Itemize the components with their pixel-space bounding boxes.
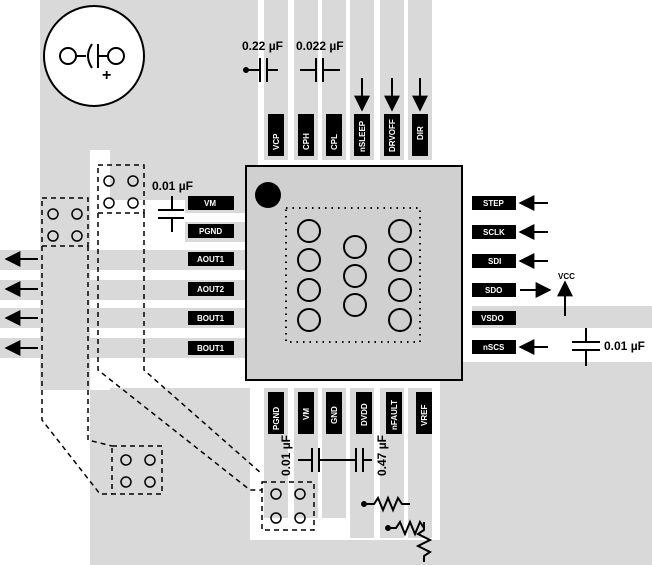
bottom-pins: PGND VM GND DVDD nFAULT VREF [268,392,432,434]
resistor-r3 [415,522,433,562]
right-pin: nSCS [472,340,516,354]
svg-text:GND: GND [330,406,339,424]
left-pins: VM PGND AOUT1 AOUT2 BOUT1 BOUT1 [188,196,234,355]
top-pin: VCP [268,114,284,156]
capacitor-c1-label: 0.22 µF [242,39,283,53]
bottom-pin: VM [298,392,314,434]
svg-text:VCP: VCP [272,133,281,150]
svg-text:DRVOFF: DRVOFF [388,119,397,152]
copper-pours [40,0,652,565]
svg-text:nSLEEP: nSLEEP [358,120,367,152]
top-pins: VCP CPH CPL nSLEEP DRVOFF DIR [268,114,428,156]
battery-plus-label: + [102,67,111,84]
capacitor-c2-label: 0.022 µF [296,39,344,53]
svg-text:nSCS: nSCS [483,343,505,352]
left-pin: VM [188,196,234,210]
dashed-routes [41,213,263,495]
svg-text:VCC: VCC [558,272,575,281]
capacitor-c5 [298,448,346,472]
bottom-copper-pour [90,388,250,565]
svg-text:DVDD: DVDD [360,403,369,426]
via-groups [41,164,315,531]
capacitor-c3-label: 0.01 µF [152,179,193,193]
left-pin: AOUT2 [188,282,234,296]
svg-text:BOUT1: BOUT1 [197,314,225,323]
svg-text:PGND: PGND [272,407,281,430]
left-pin: PGND [188,224,234,238]
capacitor-c3 [158,196,184,232]
bottom-pin: DVDD [356,392,372,434]
top-pin: DIR [412,114,428,156]
bottom-pin: VREF [416,392,432,434]
output-arrows-left [4,251,38,356]
resistor-r2 [385,519,425,537]
svg-text:VSDO: VSDO [481,314,504,323]
left-pin: BOUT1 [188,341,234,355]
bottom-pin: GND [326,392,342,434]
capacitor-c4-label: 0.01 µF [604,339,645,353]
capacitor-c5-label: 0.01 µF [279,435,293,476]
input-arrows-top [354,78,428,112]
right-copper-pour [472,362,652,565]
svg-text:SDI: SDI [488,257,501,266]
svg-text:STEP: STEP [483,199,505,208]
svg-text:CPL: CPL [330,134,339,150]
left-pin: AOUT1 [188,252,234,266]
bottom-copper-pour-strip [90,540,652,565]
pin1-marker [255,182,281,208]
capacitor-c6-label: 0.47 µF [375,435,389,476]
bottom-pin: PGND [268,392,284,434]
right-traces [472,306,652,328]
svg-text:PGND: PGND [199,227,222,236]
right-pin: VSDO [472,311,516,325]
vcc-symbol: VCC [557,272,575,316]
svg-text:BOUT1: BOUT1 [197,344,225,353]
svg-text:VM: VM [204,199,216,208]
ic-body [245,165,463,381]
svg-text:SCLK: SCLK [483,228,505,237]
top-pin: CPL [326,114,342,156]
top-pin: CPH [298,114,314,156]
thermal-pad-outline [285,207,421,343]
thermal-vias [297,219,412,332]
right-pin: STEP [472,196,516,210]
capacitor-c4 [572,328,600,366]
svg-text:SDO: SDO [485,286,502,295]
right-pin: SDI [472,254,516,268]
svg-text:AOUT1: AOUT1 [197,255,225,264]
top-pin: nSLEEP [354,114,370,156]
capacitor-c6 [346,448,372,472]
right-pins: STEP SCLK SDI SDO VSDO nSCS [472,196,516,354]
right-pin: SDO [472,283,516,297]
top-traces [264,0,432,160]
svg-text:CPH: CPH [302,133,311,150]
battery-symbol: + [43,5,145,107]
resistor-r1 [361,495,410,513]
capacitor-c2 [300,58,340,82]
svg-text:DIR: DIR [416,126,425,140]
top-pin: DRVOFF [384,114,400,156]
left-pin: BOUT1 [188,311,234,325]
left-traces [0,193,250,358]
svg-text:VREF: VREF [420,405,429,426]
right-pin: SCLK [472,225,516,239]
svg-text:VM: VM [302,408,311,420]
bottom-pin: nFAULT [386,392,402,434]
right-arrows [518,195,552,355]
svg-text:AOUT2: AOUT2 [197,285,225,294]
capacitor-c1 [243,58,278,82]
svg-text:nFAULT: nFAULT [390,400,399,430]
